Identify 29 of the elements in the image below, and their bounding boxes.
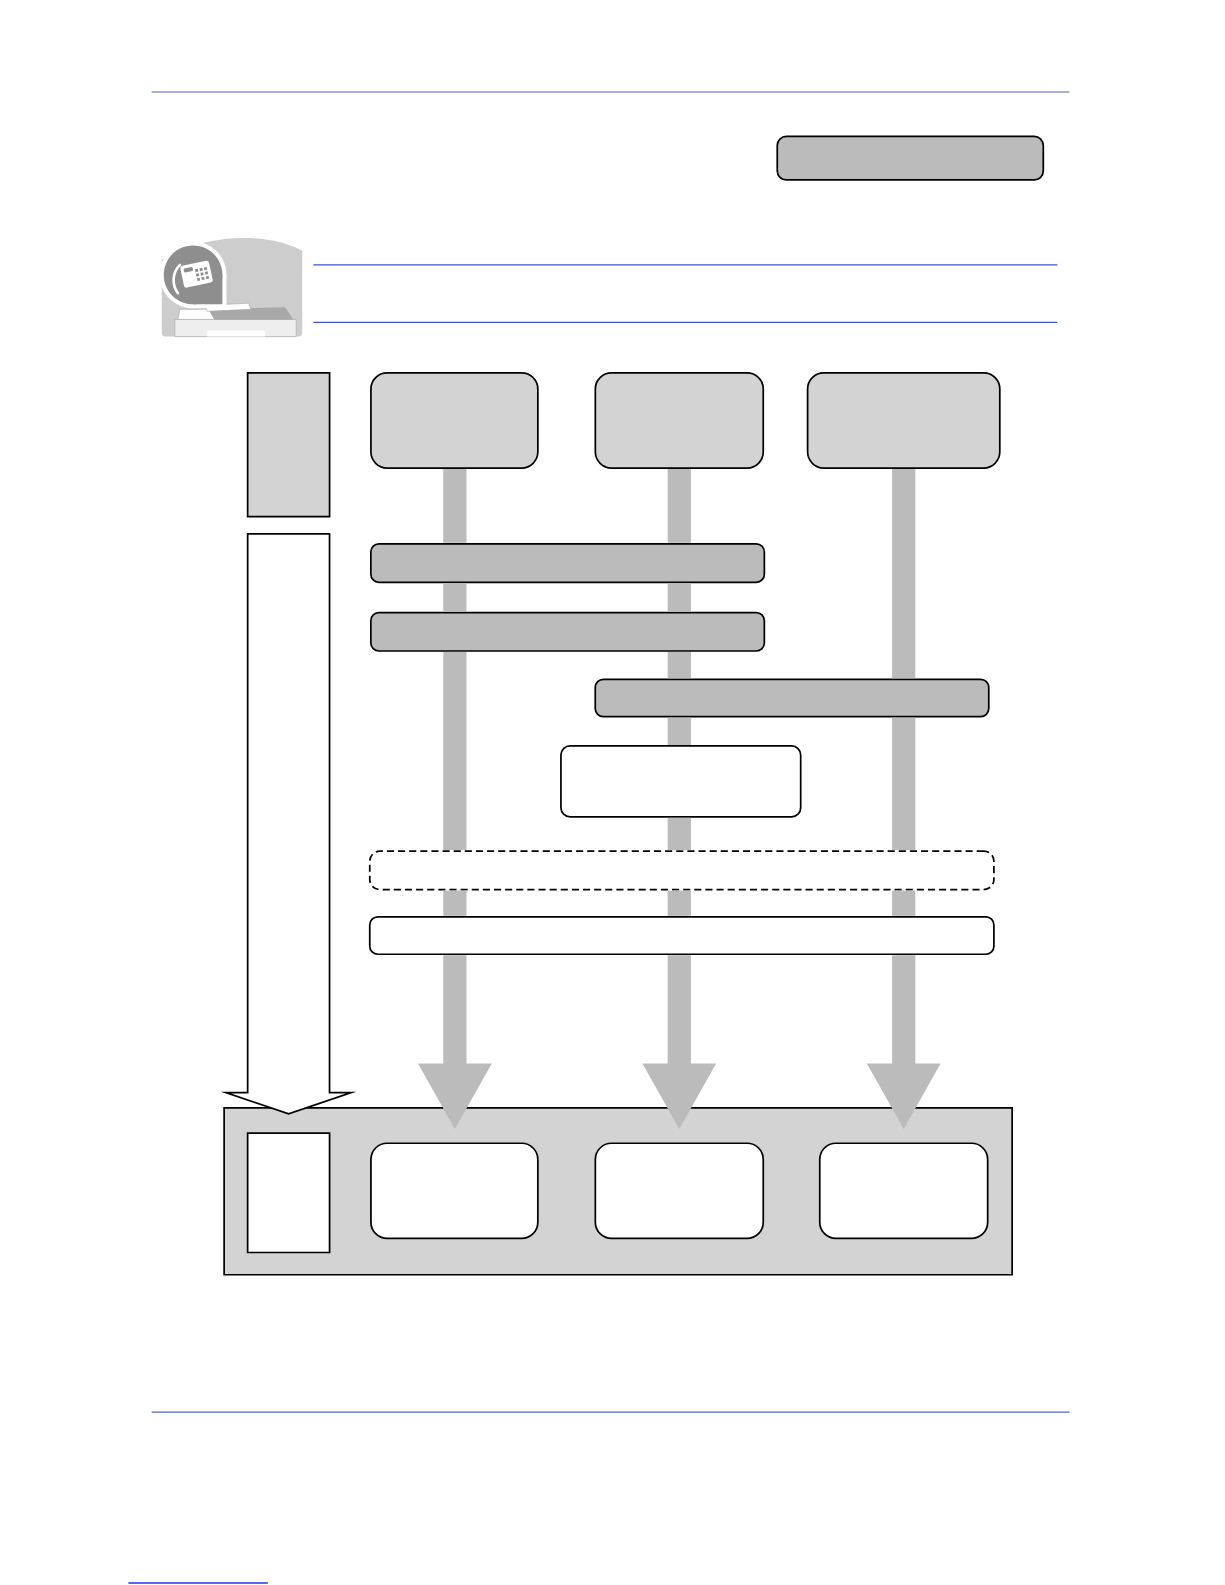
block-arrow bbox=[417, 955, 492, 1130]
thick-line bbox=[667, 469, 691, 543]
rounded-box bbox=[370, 1142, 539, 1240]
rounded-box bbox=[594, 372, 765, 469]
block-arrow bbox=[866, 955, 941, 1130]
rounded-box bbox=[370, 372, 539, 469]
block-arrow bbox=[220, 532, 357, 1115]
box bbox=[246, 1132, 331, 1254]
rounded-box bbox=[776, 135, 1045, 181]
thick-line bbox=[892, 469, 916, 679]
rounded-box bbox=[560, 745, 802, 818]
rounded-box bbox=[594, 1142, 765, 1240]
rounded-box bbox=[818, 1142, 989, 1240]
thick-line bbox=[443, 652, 467, 851]
thick-line bbox=[667, 652, 691, 679]
thick-line bbox=[892, 717, 916, 851]
dashed-bar bbox=[368, 850, 995, 891]
thick-line bbox=[443, 583, 467, 612]
thick-line bbox=[892, 890, 916, 916]
rounded-box bbox=[806, 372, 1001, 469]
thick-line bbox=[667, 890, 691, 916]
bar bbox=[368, 915, 995, 956]
block-arrow bbox=[642, 955, 717, 1130]
thick-line bbox=[667, 583, 691, 612]
thick-line bbox=[443, 469, 467, 543]
side-box bbox=[246, 372, 331, 518]
thick-line bbox=[443, 890, 467, 916]
thick-line bbox=[667, 717, 691, 745]
thick-line bbox=[667, 817, 691, 851]
